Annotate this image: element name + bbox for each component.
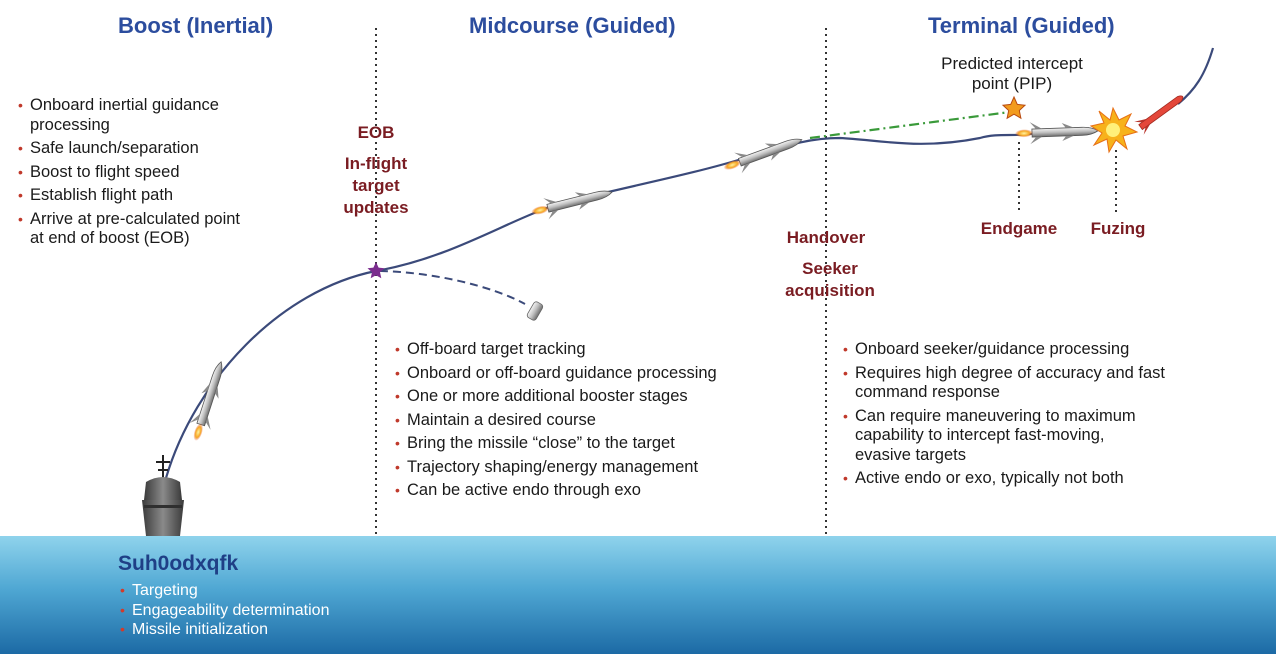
- prelaunch-bullet-list: TargetingEngageability determinationMiss…: [120, 581, 329, 640]
- bullet-item: Boost to flight speed: [18, 163, 318, 183]
- terminal-bullet-list: Onboard seeker/guidance processingRequir…: [843, 340, 1263, 489]
- pip-label: Predicted intercept point (PIP): [941, 54, 1083, 93]
- target-trajectory: [1177, 47, 1215, 105]
- endgame-label: Endgame: [980, 219, 1058, 238]
- bullet-item: Trajectory shaping/energy management: [395, 458, 815, 478]
- seeker-acquisition-label: Seeker acquisition: [785, 259, 875, 300]
- missile-terminal: [1014, 119, 1099, 146]
- bullet-item: Off-board target tracking: [395, 340, 815, 360]
- bullet-item: Requires high degree of accuracy and fas…: [843, 364, 1263, 403]
- handover-label: Handover: [786, 228, 866, 247]
- booster-drop-path: [379, 270, 526, 305]
- bullet-item: Maintain a desired course: [395, 411, 815, 431]
- bullet-item: Bring the missile “close” to the target: [395, 434, 815, 454]
- bullet-item: One or more additional booster stages: [395, 387, 815, 407]
- boost-bullet-list: Onboard inertial guidance processingSafe…: [18, 96, 318, 249]
- bullet-item: Onboard seeker/guidance processing: [843, 340, 1263, 360]
- intercept-explosion: [1089, 106, 1139, 154]
- bullet-item: Targeting: [120, 581, 329, 601]
- bullet-item: Arrive at pre-calculated point at end of…: [18, 210, 318, 249]
- missile-midcourse-1: [528, 181, 616, 224]
- bullet-item: Onboard inertial guidance processing: [18, 96, 318, 135]
- phase-title-midcourse: Midcourse (Guided): [469, 13, 676, 38]
- midcourse-bullet-list: Off-board target trackingOnboard or off-…: [395, 340, 815, 501]
- eob-star-icon: [367, 262, 385, 279]
- phase-title-terminal: Terminal (Guided): [928, 13, 1115, 38]
- missile-midcourse-2: [719, 128, 807, 179]
- bullet-item: Engageability determination: [120, 601, 329, 621]
- predicted-path: [809, 110, 1011, 140]
- prelaunch-title: Suh0odxqfk: [118, 552, 239, 575]
- bullet-item: Missile initialization: [120, 620, 329, 640]
- pip-star-icon: [1001, 95, 1027, 120]
- phase-title-boost: Boost (Inertial): [118, 13, 274, 38]
- prelaunch-band: Suh0odxqfk TargetingEngageability determ…: [0, 536, 1276, 654]
- target-missile: [1134, 95, 1184, 135]
- bullet-item: Onboard or off-board guidance processing: [395, 364, 815, 384]
- bullet-item: Can be active endo through exo: [395, 481, 815, 501]
- missile-trajectory: [164, 128, 1101, 479]
- missile-boost: [184, 357, 233, 445]
- bullet-item: Active endo or exo, typically not both: [843, 469, 1263, 489]
- fuzing-label: Fuzing: [1090, 219, 1146, 238]
- spent-booster: [526, 301, 544, 321]
- eob-label: EOB: [357, 123, 395, 142]
- bullet-item: Safe launch/separation: [18, 139, 318, 159]
- inflight-updates-label: In-flight target updates: [343, 154, 409, 217]
- launch-ship-icon: [142, 455, 184, 536]
- bullet-item: Establish flight path: [18, 186, 318, 206]
- bullet-item: Can require maneuvering to maximum capab…: [843, 407, 1263, 466]
